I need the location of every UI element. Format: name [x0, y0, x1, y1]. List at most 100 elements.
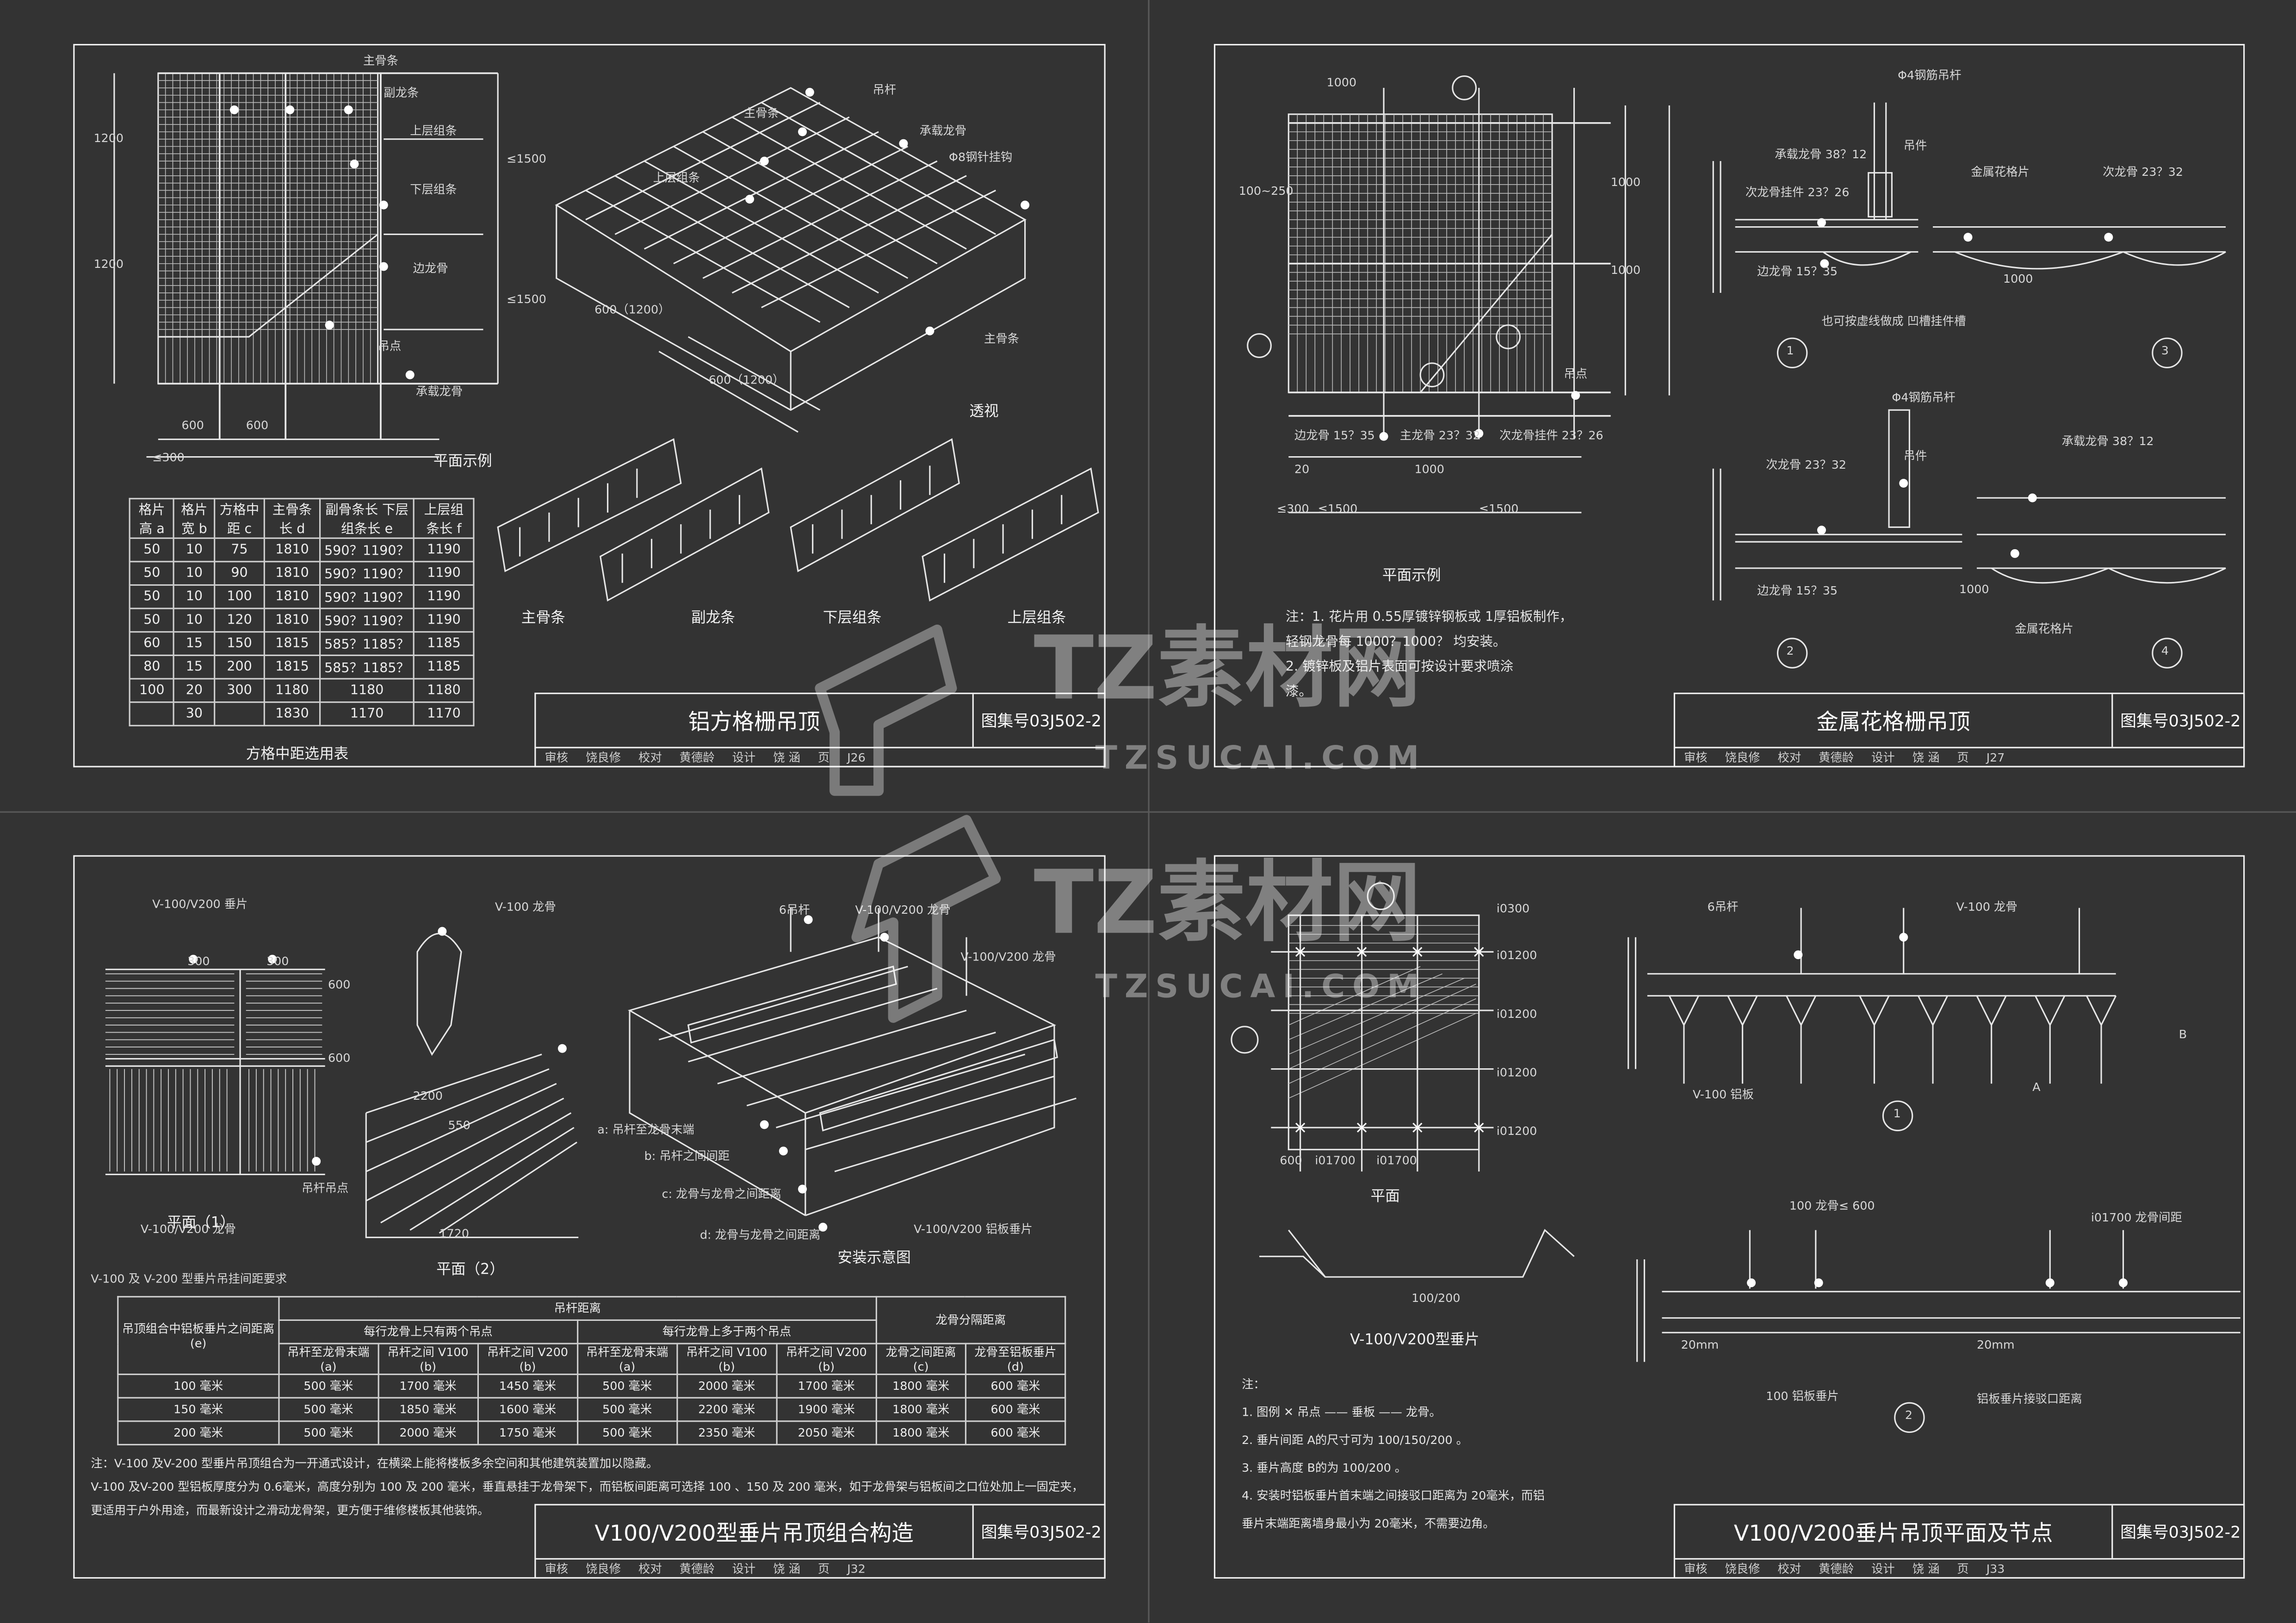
table-cell: 1850 毫米: [377, 1397, 479, 1422]
install-diagram-label: 安装示意图: [837, 1251, 911, 1267]
table-header: 吊杆距离: [278, 1296, 877, 1321]
page-number: J26: [847, 750, 866, 764]
callout-bearing-keel: 承载龙骨: [415, 385, 463, 398]
callout-main-rib-2: 主骨条: [743, 107, 779, 120]
checker-name: 黄德龄: [1819, 1561, 1854, 1575]
atlas-value: 03J502-2: [2168, 711, 2241, 730]
callout-bearing-keel-2: 承载龙骨 38？12: [2061, 435, 2154, 448]
plan-cut-line: [1420, 234, 1553, 393]
plan-label: 平面: [1370, 1189, 1400, 1205]
table-cell: 1190: [413, 607, 475, 633]
table-header: 龙骨至铝板垂片 (d): [965, 1343, 1066, 1375]
callout-hang-point: 吊点: [378, 340, 402, 353]
callout-bearing-keel: 承载龙骨 38？12: [1775, 148, 1867, 161]
plan-1-label: 平面（1）: [167, 1215, 235, 1232]
check-label: 校对: [1777, 1561, 1801, 1575]
table-cell: 1600 毫米: [477, 1397, 578, 1422]
dim-600-b: 600: [328, 1051, 351, 1065]
plan-edge-keel: 边龙骨 15？35: [1294, 429, 1375, 442]
dim-le1500-b: ≤1500: [507, 293, 546, 306]
table-cell: 585？1185？: [319, 631, 415, 656]
table-cell: 600 毫米: [965, 1397, 1066, 1422]
table-header: 吊杆之间 V100 (b): [676, 1343, 778, 1375]
table-cell: 1450 毫米: [477, 1373, 578, 1399]
table-cell: 75: [213, 537, 266, 563]
dim-i01200-a: i01200: [1496, 949, 1537, 962]
table-header: 吊杆之间 V200 (b): [775, 1343, 877, 1375]
dim-1200-a: 1200: [93, 131, 124, 145]
note-line: 2. 垂片间距 A的尺寸可为 100/150/200 。: [1242, 1433, 1468, 1447]
table-header: 副骨条长 下层组条长 e: [319, 498, 415, 539]
table-cell: 1900 毫米: [775, 1397, 877, 1422]
table-header: 吊杆至龙骨末端 (a): [576, 1343, 678, 1375]
table-cell: 50: [129, 607, 175, 633]
table-header: 龙骨分隔距离: [875, 1296, 1066, 1344]
table-cell: 500 毫米: [278, 1397, 379, 1422]
watermark-brand-top: TZ素材网: [1034, 618, 1421, 721]
table-cell: 600 毫米: [965, 1373, 1066, 1399]
callout-lower-bar: 下层组条: [410, 183, 457, 197]
table-cell: 10: [173, 537, 215, 563]
table-header: 龙骨之间距离 (c): [875, 1343, 966, 1375]
table-cell: 1180: [413, 678, 475, 703]
table-cell: 10: [173, 607, 215, 633]
callout-plate-piece: 100 铝板垂片: [1766, 1389, 1839, 1403]
design-label: 设计: [732, 1561, 756, 1575]
drawing-title: 金属花格栅吊顶: [1675, 694, 2113, 747]
table-cell: 500 毫米: [576, 1420, 678, 1446]
table-header: 吊杆之间 V100 (b): [377, 1343, 479, 1375]
reviewer-name: 饶良修: [1725, 750, 1760, 764]
atlas-label: 图集号: [2120, 712, 2169, 731]
callout-c: c: 龙骨与龙骨之间距离: [662, 1187, 782, 1201]
drawing-title: V100/V200型垂片吊顶组合构造: [536, 1505, 974, 1558]
dim-600-1200-a: 600（1200）: [594, 303, 670, 316]
callout-main-rib: 主骨条: [363, 54, 398, 68]
table-header-row: 吊顶组合中铝板垂片之间距离 (e) 吊杆距离 龙骨分隔距离: [117, 1296, 1066, 1375]
table-cell: 1800 毫米: [875, 1373, 966, 1399]
dim-i01200-c: i01200: [1496, 1066, 1537, 1079]
callout-metal-piece: 金属花格片: [1971, 165, 2030, 179]
table-cell: 1700 毫米: [775, 1373, 877, 1399]
note-line: 3. 垂片高度 B的为 100/200 。: [1242, 1461, 1407, 1475]
callout-upper-bar-2: 上层组条: [653, 171, 700, 185]
table-cell: 600 毫米: [965, 1420, 1066, 1446]
callout-edge-keel: 边龙骨: [413, 262, 448, 276]
table-cell: [129, 701, 175, 726]
sheet-2-notes: 注：1. 花片用 0.55厚镀锌钢板或 1厚铝板制作， 轻钢龙骨每 1000？1…: [1286, 606, 1572, 706]
dim-b: B: [2178, 1028, 2187, 1041]
page-label: 页: [817, 1561, 830, 1575]
dim-1000-a: 1000: [1610, 175, 1641, 189]
table-cell: 100: [129, 678, 175, 703]
page-label: 页: [1957, 750, 1969, 764]
dim-1000-top: 1000: [1326, 76, 1357, 90]
table-cell: 1185: [413, 654, 475, 680]
plan-cut-line: [158, 234, 378, 338]
plan-main-keel: 主龙骨 23？32: [1399, 429, 1480, 442]
note-line: 1. 图例 ✕ 吊点 —— 垂板 —— 龙骨。: [1242, 1406, 1441, 1419]
page-number: J32: [847, 1561, 866, 1575]
table-cell: 585？1185？: [319, 654, 415, 680]
table-cell: 1180: [264, 678, 321, 703]
dim-i01700-b: i01700: [1376, 1154, 1417, 1167]
table-cell: 1800 毫米: [875, 1420, 966, 1446]
table-header: 吊杆至龙骨末端 (a): [278, 1343, 379, 1375]
watermark-domain-bottom: TZSUCAI.COM: [1095, 969, 1427, 1006]
dim-1000-detail: 1000: [2003, 272, 2033, 286]
reviewer-name: 饶良修: [586, 1561, 621, 1575]
table-cell: 1700 毫米: [377, 1373, 479, 1399]
table-cell: 1815: [264, 631, 321, 656]
table-caption: 方格中距选用表: [246, 747, 349, 763]
table-cell: 90: [213, 561, 266, 586]
